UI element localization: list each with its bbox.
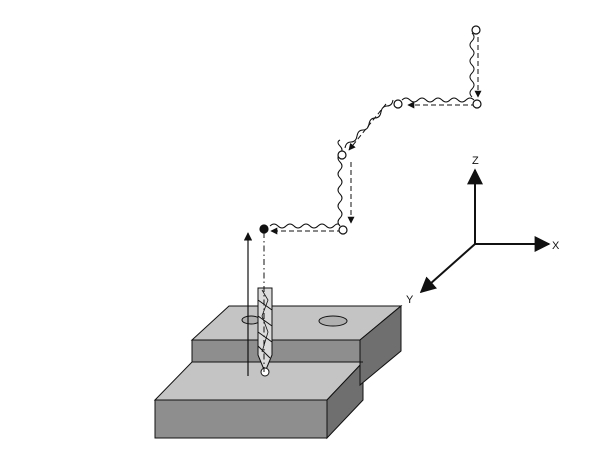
rapid-moves (270, 37, 482, 235)
x-axis-label: X (552, 240, 560, 252)
path-points (259, 25, 482, 235)
path-point (338, 225, 348, 235)
z-axis-label: Z (472, 155, 479, 167)
hole-left (241, 315, 261, 325)
drill-tip (260, 367, 270, 377)
y-axis (419, 243, 476, 294)
base-block-front (154, 399, 328, 439)
path-point (337, 150, 347, 160)
upper-block-front (191, 339, 361, 363)
path-point (393, 99, 403, 109)
path-point (471, 25, 481, 35)
y-axis-label: Y (406, 294, 414, 306)
hole-right (318, 315, 348, 327)
start-point (259, 224, 269, 234)
base-block-side (326, 360, 364, 440)
path-point (472, 99, 482, 109)
coordinate-axes (419, 168, 551, 294)
drill-bit (257, 287, 273, 377)
feed-moves (269, 32, 475, 229)
upper-block-side (359, 304, 402, 387)
workpiece (153, 304, 403, 440)
